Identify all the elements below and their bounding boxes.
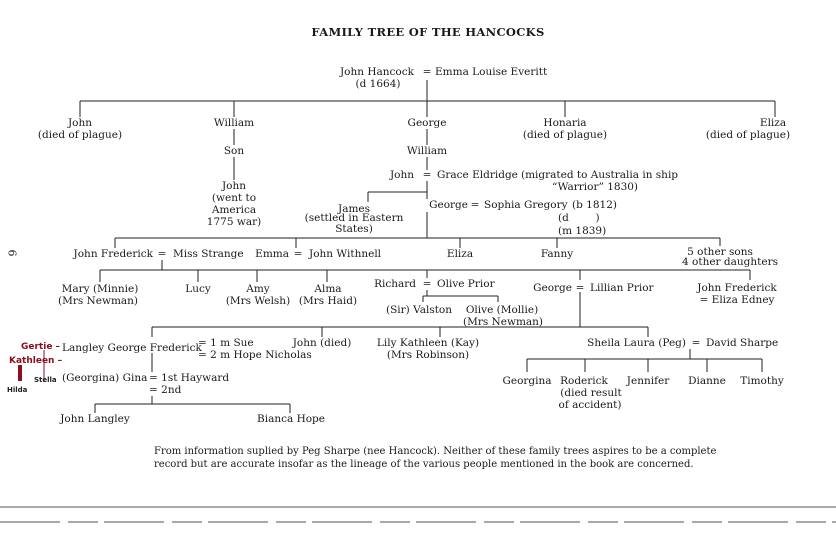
person-note: (went to xyxy=(211,192,257,204)
person-miss-strange: Miss Strange xyxy=(173,248,244,260)
person-david-sharpe: David Sharpe xyxy=(706,337,779,349)
marriage-symbol: = xyxy=(575,282,585,294)
footnote-line: record but are accurate insofar as the l… xyxy=(154,459,694,470)
other-children: 4 other daughters xyxy=(682,256,778,268)
person-dianne: Dianne xyxy=(688,375,726,387)
page-number: 6 xyxy=(5,249,19,257)
person-william: William xyxy=(213,117,255,129)
other-children: 5 other sons xyxy=(687,246,753,258)
person-note: America xyxy=(211,204,257,216)
person-note: (Mrs Welsh) xyxy=(225,295,291,307)
person-amy: Amy xyxy=(246,283,270,295)
person-lily-kathleen: Lily Kathleen (Kay) xyxy=(376,337,480,349)
person-grace-eldridge: Grace Eldridge xyxy=(437,169,518,181)
marriage-symbol: = xyxy=(422,169,432,181)
date-note: (m 1839) xyxy=(558,225,607,237)
person-note: (died result xyxy=(560,387,622,399)
migration-note: (migrated to Australia in ship xyxy=(521,169,679,181)
person-note: of accident) xyxy=(558,399,622,411)
person-olive-mollie: Olive (Mollie) xyxy=(465,304,539,316)
person-sheila-laura: Sheila Laura (Peg) xyxy=(587,337,686,349)
person-son: Son xyxy=(223,145,245,157)
person-john-2: John xyxy=(389,169,414,181)
person-sophia-gregory: Sophia Gregory xyxy=(484,199,568,211)
marriage-symbol: = xyxy=(422,278,432,290)
person-langley-george-frederick: Langley George Frederick xyxy=(62,342,202,354)
person-note: States) xyxy=(335,223,373,235)
person-richard: Richard xyxy=(374,278,416,290)
person-roderick: Roderick xyxy=(560,375,608,387)
person-note: (died of plague) xyxy=(522,129,608,141)
person-note: (died of plague) xyxy=(705,129,791,141)
person-alma: Alma xyxy=(314,283,342,295)
page-title: FAMILY TREE OF THE HANCOCKS xyxy=(311,25,545,39)
person-jennifer: Jennifer xyxy=(626,375,670,387)
person-note: (died of plague) xyxy=(37,129,123,141)
spouse-hayward: = 1st Hayward xyxy=(149,372,230,384)
person-lillian-prior: Lillian Prior xyxy=(590,282,654,294)
handwritten-hilda: Hilda xyxy=(7,386,28,394)
date-note: (b 1812) xyxy=(572,199,617,211)
person-note: (settled in Eastern xyxy=(304,212,404,224)
person-george: George xyxy=(407,117,447,129)
date-note: (d ) xyxy=(558,212,600,224)
person-john-america: John xyxy=(221,180,247,192)
person-eliza-2: Eliza xyxy=(446,248,474,260)
person-honaria: Honaria xyxy=(543,117,587,129)
person-john-frederick-2: John Frederick xyxy=(697,282,777,294)
person-note: (Mrs Newman) xyxy=(462,316,544,328)
handwritten-gertie: Gertie – xyxy=(21,342,61,352)
spouse-second: = 2nd xyxy=(149,384,182,396)
person-fanny: Fanny xyxy=(540,248,574,260)
person-george-2: George xyxy=(429,199,468,211)
footnote-line: From information suplied by Peg Sharpe (… xyxy=(154,446,717,457)
person-john-died: John (died) xyxy=(292,337,352,349)
death-date: (d 1664) xyxy=(355,78,401,90)
person-john-withnell: John Withnell xyxy=(309,248,382,260)
person-note: 1775 war) xyxy=(206,216,262,228)
person-valston: (Sir) Valston xyxy=(385,304,453,316)
person-emma-louise-everitt: Emma Louise Everitt xyxy=(435,66,548,78)
person-note: (Mrs Robinson) xyxy=(386,349,470,361)
handwritten-mark xyxy=(18,365,22,381)
person-mary: Mary (Minnie) xyxy=(61,283,139,295)
person-john-langley: John Langley xyxy=(60,413,130,425)
spouse-eliza-edney: = Eliza Edney xyxy=(699,294,775,306)
person-john: John xyxy=(67,117,93,129)
person-george-3: George xyxy=(533,282,572,294)
migration-note: “Warrior” 1830) xyxy=(551,181,639,193)
person-john-frederick: John Frederick xyxy=(73,248,153,260)
person-gina: (Georgina) Gina xyxy=(62,372,148,384)
person-bianca-hope: Bianca Hope xyxy=(257,413,325,425)
person-lucy: Lucy xyxy=(185,283,211,295)
marriage-symbol: = xyxy=(422,66,432,78)
person-georgina: Georgina xyxy=(502,375,552,387)
person-william-2: William xyxy=(406,145,448,157)
person-olive-prior: Olive Prior xyxy=(437,278,495,290)
person-note: (Mrs Haid) xyxy=(298,295,358,307)
handwritten-stella: Stella xyxy=(34,376,57,384)
marriage-symbol: = xyxy=(293,248,303,260)
marriage-symbol: = xyxy=(691,337,701,349)
person-timothy: Timothy xyxy=(740,375,784,387)
handwritten-kathleen: Kathleen – xyxy=(9,356,63,366)
person-emma: Emma xyxy=(255,248,289,260)
marriage-symbol: = xyxy=(470,199,480,211)
spouse-hope-nicholas: = 2 m Hope Nicholas xyxy=(198,349,312,361)
person-john-hancock: John Hancock xyxy=(339,66,414,78)
person-eliza: Eliza xyxy=(759,117,787,129)
spouse-sue: = 1 m Sue xyxy=(198,337,254,349)
person-note: (Mrs Newman) xyxy=(57,295,139,307)
marriage-symbol: = xyxy=(157,248,167,260)
person-james: James xyxy=(337,203,371,215)
